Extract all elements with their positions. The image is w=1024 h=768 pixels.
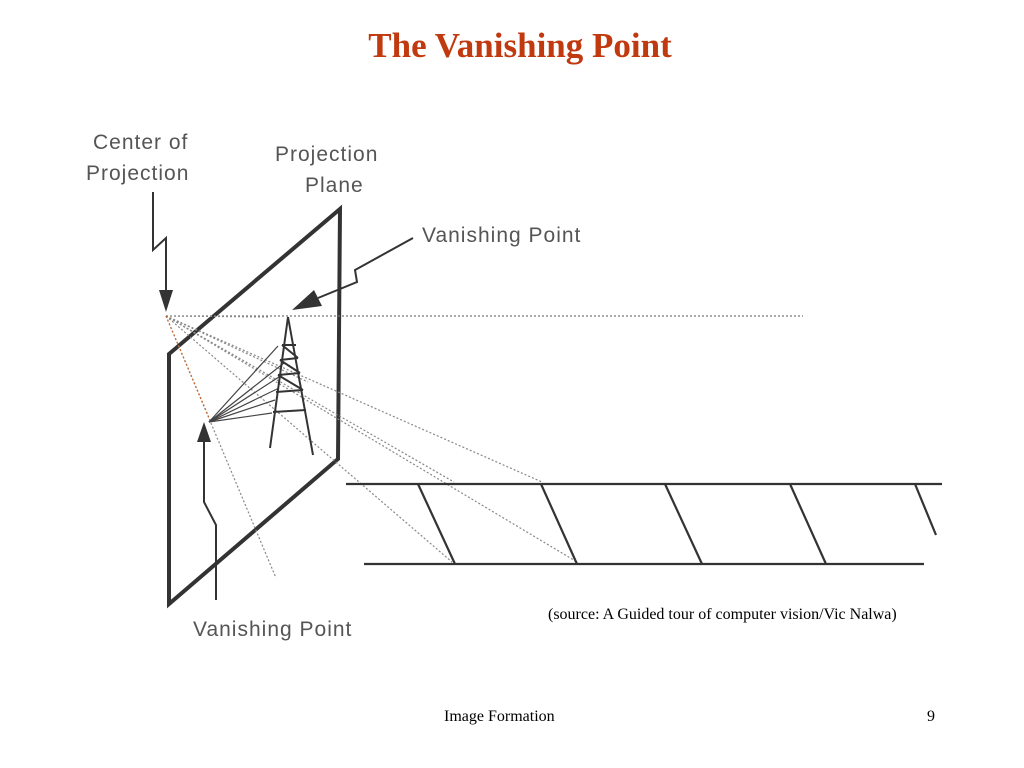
center-of-projection-label-line2: Projection xyxy=(86,162,189,185)
footer-title: Image Formation xyxy=(444,708,555,725)
slide-title: The Vanishing Point xyxy=(368,26,672,65)
center-of-projection-label-line1: Center of xyxy=(93,131,188,154)
projection-plane-label-line2: Plane xyxy=(305,174,364,197)
projection-plane xyxy=(167,204,343,609)
vanishing-point-arrow-bottom xyxy=(197,422,217,600)
railroad-rails xyxy=(346,482,942,566)
converging-lines xyxy=(208,345,285,423)
vanishing-point-arrow-top xyxy=(292,237,414,310)
vanishing-ray xyxy=(165,315,211,421)
projection-plane-label-line1: Projection xyxy=(275,143,378,166)
center-of-projection-arrow xyxy=(152,192,173,312)
source-citation: (source: A Guided tour of computer visio… xyxy=(548,606,897,623)
vanishing-point-label-bottom: Vanishing Point xyxy=(193,618,352,641)
vanishing-point-label-top: Vanishing Point xyxy=(422,224,581,247)
projection-rays xyxy=(165,315,578,579)
tower-drawing xyxy=(269,316,314,456)
railroad-ties xyxy=(417,483,938,565)
page-number: 9 xyxy=(927,708,935,725)
